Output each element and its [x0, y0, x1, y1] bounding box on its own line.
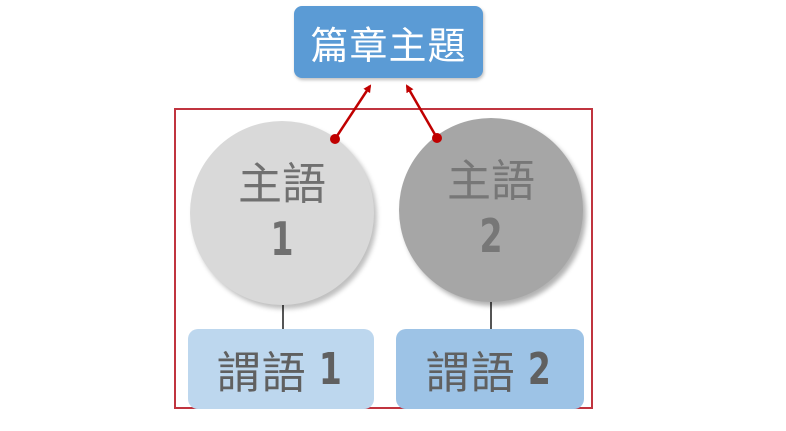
subject-1-connector [282, 305, 284, 329]
discourse-topic-box: 篇章主題 [294, 6, 483, 78]
discourse-topic-label: 篇章主題 [310, 23, 467, 68]
predicate-2-number: 2 [527, 343, 551, 395]
predicate-1-number: 1 [318, 343, 342, 395]
predicate-1-word: 謂語 [216, 348, 307, 399]
predicate-1-box: 謂語 1 [188, 329, 374, 409]
subject-2-word: 主語 [447, 156, 535, 207]
subject-1-circle: 主語 1 [190, 121, 374, 305]
subject-1-number: 1 [270, 212, 294, 266]
subject-2-circle: 主語 2 [399, 118, 583, 302]
subject-2-connector [490, 302, 492, 329]
subject-2-number: 2 [479, 209, 503, 263]
predicate-2-word: 謂語 [425, 348, 516, 399]
predicate-2-box: 謂語 2 [396, 329, 584, 409]
subject-1-word: 主語 [238, 159, 326, 210]
sentence-group-frame [174, 108, 593, 409]
